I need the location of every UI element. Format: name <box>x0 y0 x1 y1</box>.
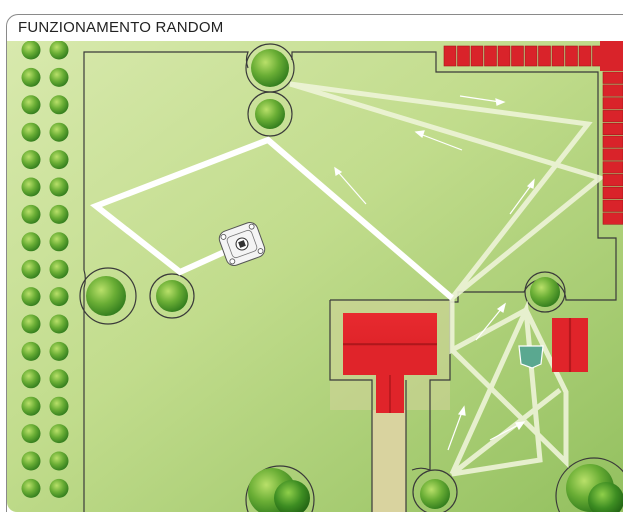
wire-loop-tree-left <box>79 267 137 325</box>
shrub-icon <box>49 424 69 444</box>
hedge-block <box>602 148 623 161</box>
shrub-icon <box>49 369 69 389</box>
hedge-block <box>602 135 623 148</box>
diagram-frame <box>6 14 623 512</box>
direction-arrows <box>334 95 535 451</box>
hedge-block <box>565 45 578 67</box>
wire-loop-tree-mid <box>149 273 195 319</box>
shrub-icon <box>21 67 41 87</box>
shrub-icon <box>49 122 69 142</box>
shrub-icon <box>21 424 41 444</box>
tree-icon <box>255 99 285 129</box>
shrub-icon <box>49 478 69 498</box>
hedge-block <box>602 71 623 84</box>
shrub-icon <box>21 41 41 60</box>
mower-path-secondary <box>289 81 606 477</box>
shrub-icon <box>49 287 69 307</box>
shrub-icon <box>21 287 41 307</box>
shed-icon <box>552 318 588 372</box>
hedge-block <box>602 212 623 225</box>
shrub-icon <box>21 122 41 142</box>
shrub-icon <box>21 341 41 361</box>
shrub-icon <box>49 259 69 279</box>
wire-loop-tree-bottom <box>412 469 458 512</box>
shrub-icon <box>21 478 41 498</box>
shrub-icon <box>21 232 41 252</box>
shrub-icon <box>49 67 69 87</box>
wire-loop-tree-bottom-mid <box>245 465 315 512</box>
charging-station-icon <box>518 345 544 369</box>
hedge-block <box>551 45 565 67</box>
shrub-icon <box>21 259 41 279</box>
shrub-icon <box>21 95 41 115</box>
tree-icon <box>248 468 310 512</box>
robotic-mower-icon <box>218 221 266 267</box>
wire-loop-tree-bottom-right <box>555 457 623 512</box>
shrub-icon <box>49 95 69 115</box>
shrub-icon <box>21 451 41 471</box>
shrub-icon <box>49 204 69 224</box>
hedge-block <box>600 41 623 71</box>
hedge-right-red <box>600 41 623 225</box>
hedge-block <box>578 45 592 67</box>
tree-icon <box>86 276 126 316</box>
shrub-icon <box>49 314 69 334</box>
shrub-icon <box>21 314 41 334</box>
shrub-icon <box>49 150 69 170</box>
tree-icon <box>530 277 560 307</box>
tree-icon <box>156 280 188 312</box>
hedge-block <box>538 45 551 67</box>
hedge-block <box>602 186 623 199</box>
hedge-block <box>602 84 623 97</box>
hedge-block <box>602 122 623 135</box>
tree-icon <box>566 464 623 512</box>
shrub-icon <box>49 177 69 197</box>
hedge-block <box>443 45 457 67</box>
shrub-icon <box>49 41 69 60</box>
shrub-icon <box>49 451 69 471</box>
tree-icon <box>251 49 289 87</box>
hedge-block <box>602 174 623 187</box>
hedge-block <box>602 161 623 174</box>
hedge-block <box>602 110 623 123</box>
shrub-icon <box>49 341 69 361</box>
tree-icon <box>420 479 450 509</box>
lawn-area <box>7 41 623 512</box>
hedge-block <box>602 199 623 212</box>
hedge-block <box>457 45 470 67</box>
house-icon <box>343 313 437 413</box>
diagram-title: FUNZIONAMENTO RANDOM <box>18 19 224 36</box>
hedge-block <box>484 45 497 67</box>
shrub-icon <box>21 177 41 197</box>
wire-loop-tree-top2 <box>247 91 293 137</box>
hedge-block <box>497 45 511 67</box>
wire-loop-tree-right <box>524 271 566 313</box>
shrub-icon <box>49 396 69 416</box>
shrub-icon <box>21 150 41 170</box>
hedge-block <box>602 97 623 110</box>
mower-path-primary <box>89 136 454 301</box>
hedge-block <box>511 45 524 67</box>
hedge-left <box>21 41 69 498</box>
hedge-block <box>524 45 538 67</box>
shrub-icon <box>49 232 69 252</box>
shrub-icon <box>21 204 41 224</box>
garden-map <box>7 41 623 512</box>
shrub-icon <box>21 369 41 389</box>
hedge-block <box>470 45 484 67</box>
driveway <box>372 410 406 512</box>
shrub-icon <box>21 396 41 416</box>
